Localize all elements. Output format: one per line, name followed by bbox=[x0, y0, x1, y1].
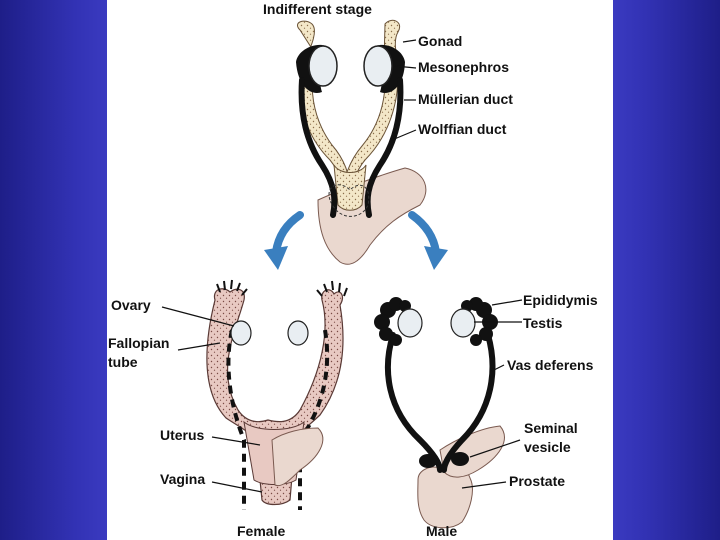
label-fallopian-line2: tube bbox=[108, 354, 138, 370]
caption-female: Female bbox=[237, 523, 285, 539]
male-leader-lines bbox=[461, 299, 523, 489]
male-figure bbox=[374, 297, 523, 529]
seminal-vesicle-right bbox=[451, 452, 469, 466]
label-gonad: Gonad bbox=[418, 33, 462, 49]
indifferent-leader-lines bbox=[391, 39, 417, 141]
label-epididymis: Epididymis bbox=[523, 292, 598, 308]
label-testis: Testis bbox=[523, 315, 563, 331]
female-figure bbox=[161, 279, 348, 510]
label-uterus: Uterus bbox=[160, 427, 205, 443]
fimbriae-right bbox=[316, 280, 348, 297]
wolffian-duct-right bbox=[364, 77, 404, 218]
label-ovary: Ovary bbox=[111, 297, 151, 313]
label-seminal-line2: vesicle bbox=[524, 439, 571, 455]
wolffian-remnant-right bbox=[298, 329, 330, 510]
fimbriae-left bbox=[216, 279, 248, 296]
caption-male: Male bbox=[426, 523, 457, 539]
vas-deferens-right bbox=[441, 332, 496, 473]
testis-left bbox=[397, 308, 423, 338]
gonad-right bbox=[363, 45, 393, 87]
label-mullerian-duct: Müllerian duct bbox=[418, 91, 513, 107]
slide-canvas bbox=[107, 0, 613, 540]
ovary-left bbox=[230, 320, 252, 346]
arrow-down-right-icon bbox=[408, 211, 448, 270]
label-vagina: Vagina bbox=[160, 471, 205, 487]
ovary-right bbox=[287, 320, 309, 346]
seminal-vesicle-left bbox=[419, 454, 437, 468]
indifferent-stage-figure bbox=[296, 19, 427, 265]
wolffian-remnant-left bbox=[226, 329, 246, 510]
gonad-left bbox=[308, 45, 338, 87]
wolffian-duct-left bbox=[298, 77, 338, 218]
label-seminal-line1: Seminal bbox=[524, 420, 578, 436]
label-fallopian-line1: Fallopian bbox=[108, 335, 169, 351]
female-sinus bbox=[271, 427, 324, 487]
label-mesonephros: Mesonephros bbox=[418, 59, 509, 75]
label-vas-deferens: Vas deferens bbox=[507, 357, 594, 373]
mullerian-fused-part bbox=[333, 164, 367, 211]
female-leader-lines bbox=[161, 306, 263, 493]
testis-right bbox=[450, 308, 476, 338]
vas-deferens-left bbox=[384, 332, 443, 473]
label-wolffian-duct: Wolffian duct bbox=[418, 121, 507, 137]
label-prostate: Prostate bbox=[509, 473, 565, 489]
left-side-panel bbox=[0, 0, 107, 540]
arrow-down-left-icon bbox=[264, 211, 304, 270]
right-side-panel bbox=[613, 0, 720, 540]
title-indifferent-stage: Indifferent stage bbox=[263, 1, 372, 17]
bladder-outline bbox=[328, 184, 370, 217]
